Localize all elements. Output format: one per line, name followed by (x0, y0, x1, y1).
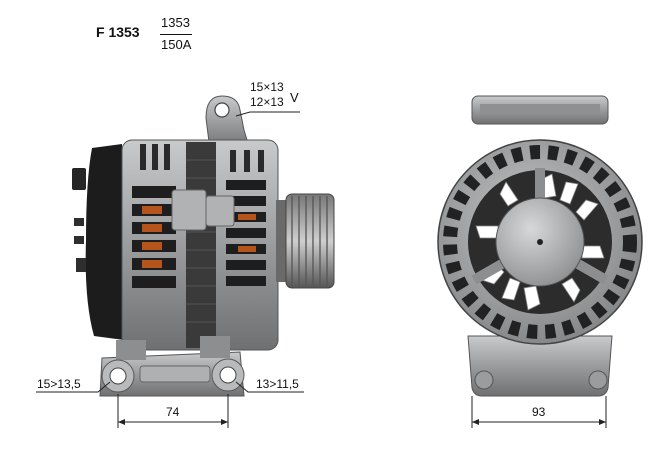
shaft-center (537, 239, 543, 245)
ear-label-bottom: 12×13 (250, 95, 284, 109)
bottom-right-boss (588, 370, 608, 390)
pulley (285, 193, 335, 289)
right-mount-hole (219, 366, 237, 384)
bolt-boss (171, 189, 207, 231)
ear-label-suffix: V (290, 90, 299, 105)
ear-leader-line (235, 111, 300, 117)
left-hole-label: 15>13,5 (37, 377, 81, 391)
current-rating: 150A (161, 37, 192, 52)
rear-vent-slots (132, 186, 176, 288)
bottom-left-boss (474, 370, 494, 390)
dimension-arrow-right (599, 419, 606, 425)
bottom-mount-block (467, 335, 613, 397)
connector-stud (74, 218, 84, 226)
top-bar-web (480, 104, 600, 114)
part-code: F 1353 (96, 24, 140, 40)
right-hole-label: 13>11,5 (256, 377, 299, 391)
fan-blades (475, 173, 605, 311)
dimension-arrow-left (472, 419, 479, 425)
front-vent-slots (226, 180, 266, 286)
pulley-grooves (291, 196, 328, 286)
right-hole-leader-line (235, 381, 304, 393)
rear-cover (85, 144, 124, 340)
connector-stud (74, 236, 84, 244)
bolt-boss (205, 195, 235, 227)
pulley-hub (276, 200, 288, 282)
terminal-post (76, 258, 86, 272)
ear-label-top: 15×13 (250, 80, 284, 94)
stator-band (186, 142, 216, 348)
dimension-arrow-right (221, 419, 228, 425)
side-view (36, 95, 335, 428)
connector-plug (72, 168, 86, 190)
reference-number: 1353 (161, 15, 190, 30)
fraction-divider (160, 34, 192, 35)
bracket-leg (200, 336, 230, 358)
left-mount-hole (109, 367, 127, 385)
bracket-leg (116, 340, 146, 360)
front-width-dimension: 93 (532, 405, 546, 419)
top-fins (140, 144, 264, 172)
left-hole-leader-line (36, 381, 111, 393)
front-view (437, 95, 643, 428)
dimension-arrow-left (118, 419, 125, 425)
side-width-dimension: 74 (166, 405, 180, 419)
bracket-web (139, 365, 211, 383)
front-vent-ring (443, 145, 637, 339)
top-ear-hole (214, 102, 230, 118)
